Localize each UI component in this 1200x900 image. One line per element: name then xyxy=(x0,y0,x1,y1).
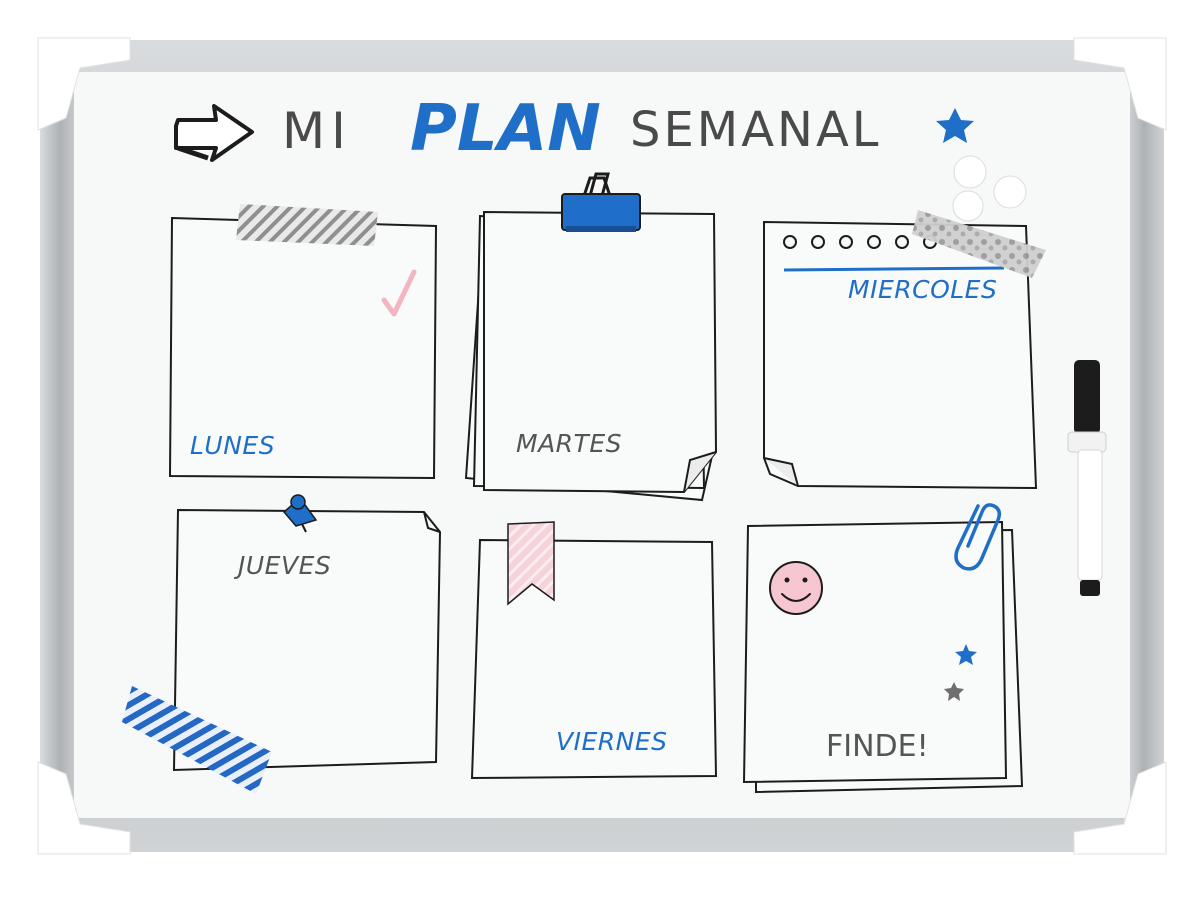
bookmark-ribbon xyxy=(507,521,555,606)
note-miercoles: MIERCOLES xyxy=(763,155,1046,490)
note-jueves: JUEVES xyxy=(122,494,442,794)
day-label-martes: MARTES xyxy=(516,429,622,458)
note-martes: MARTES xyxy=(464,172,718,502)
corner-protector xyxy=(37,761,131,855)
day-label-miercoles: MIERCOLES xyxy=(848,275,997,304)
smiley-icon xyxy=(769,561,823,615)
pushpin-icon xyxy=(282,494,318,533)
whiteboard-marker-icon xyxy=(1067,360,1107,596)
title-part-plan: PLAN xyxy=(410,92,601,166)
washi-tape xyxy=(912,210,1046,278)
title-part-semanal: SEMANAL xyxy=(630,102,882,158)
title-part-mi: MI xyxy=(282,102,352,160)
washi-tape xyxy=(236,204,378,246)
magnet-icon xyxy=(952,155,1027,222)
header: MI PLAN SEMANAL xyxy=(174,92,974,166)
day-label-jueves: JUEVES xyxy=(233,551,331,580)
note-viernes: VIERNES xyxy=(470,521,718,780)
star-icon xyxy=(944,682,964,701)
underline xyxy=(783,266,1005,272)
corner-protector xyxy=(37,37,131,131)
binder-clip-icon xyxy=(561,172,641,232)
check-icon xyxy=(381,269,417,317)
paperclip-icon xyxy=(954,503,1002,571)
washi-tape xyxy=(122,686,272,794)
right-arrow-icon xyxy=(174,104,254,162)
day-label-viernes: VIERNES xyxy=(556,727,668,756)
note-finde: FINDE! xyxy=(742,503,1024,794)
corner-protector xyxy=(1073,37,1167,131)
day-label-lunes: LUNES xyxy=(190,431,275,460)
day-label-finde: FINDE! xyxy=(826,729,929,764)
corner-protector xyxy=(1073,761,1167,855)
star-icon xyxy=(955,644,977,665)
star-icon xyxy=(936,108,974,143)
note-lunes: LUNES xyxy=(168,204,438,480)
